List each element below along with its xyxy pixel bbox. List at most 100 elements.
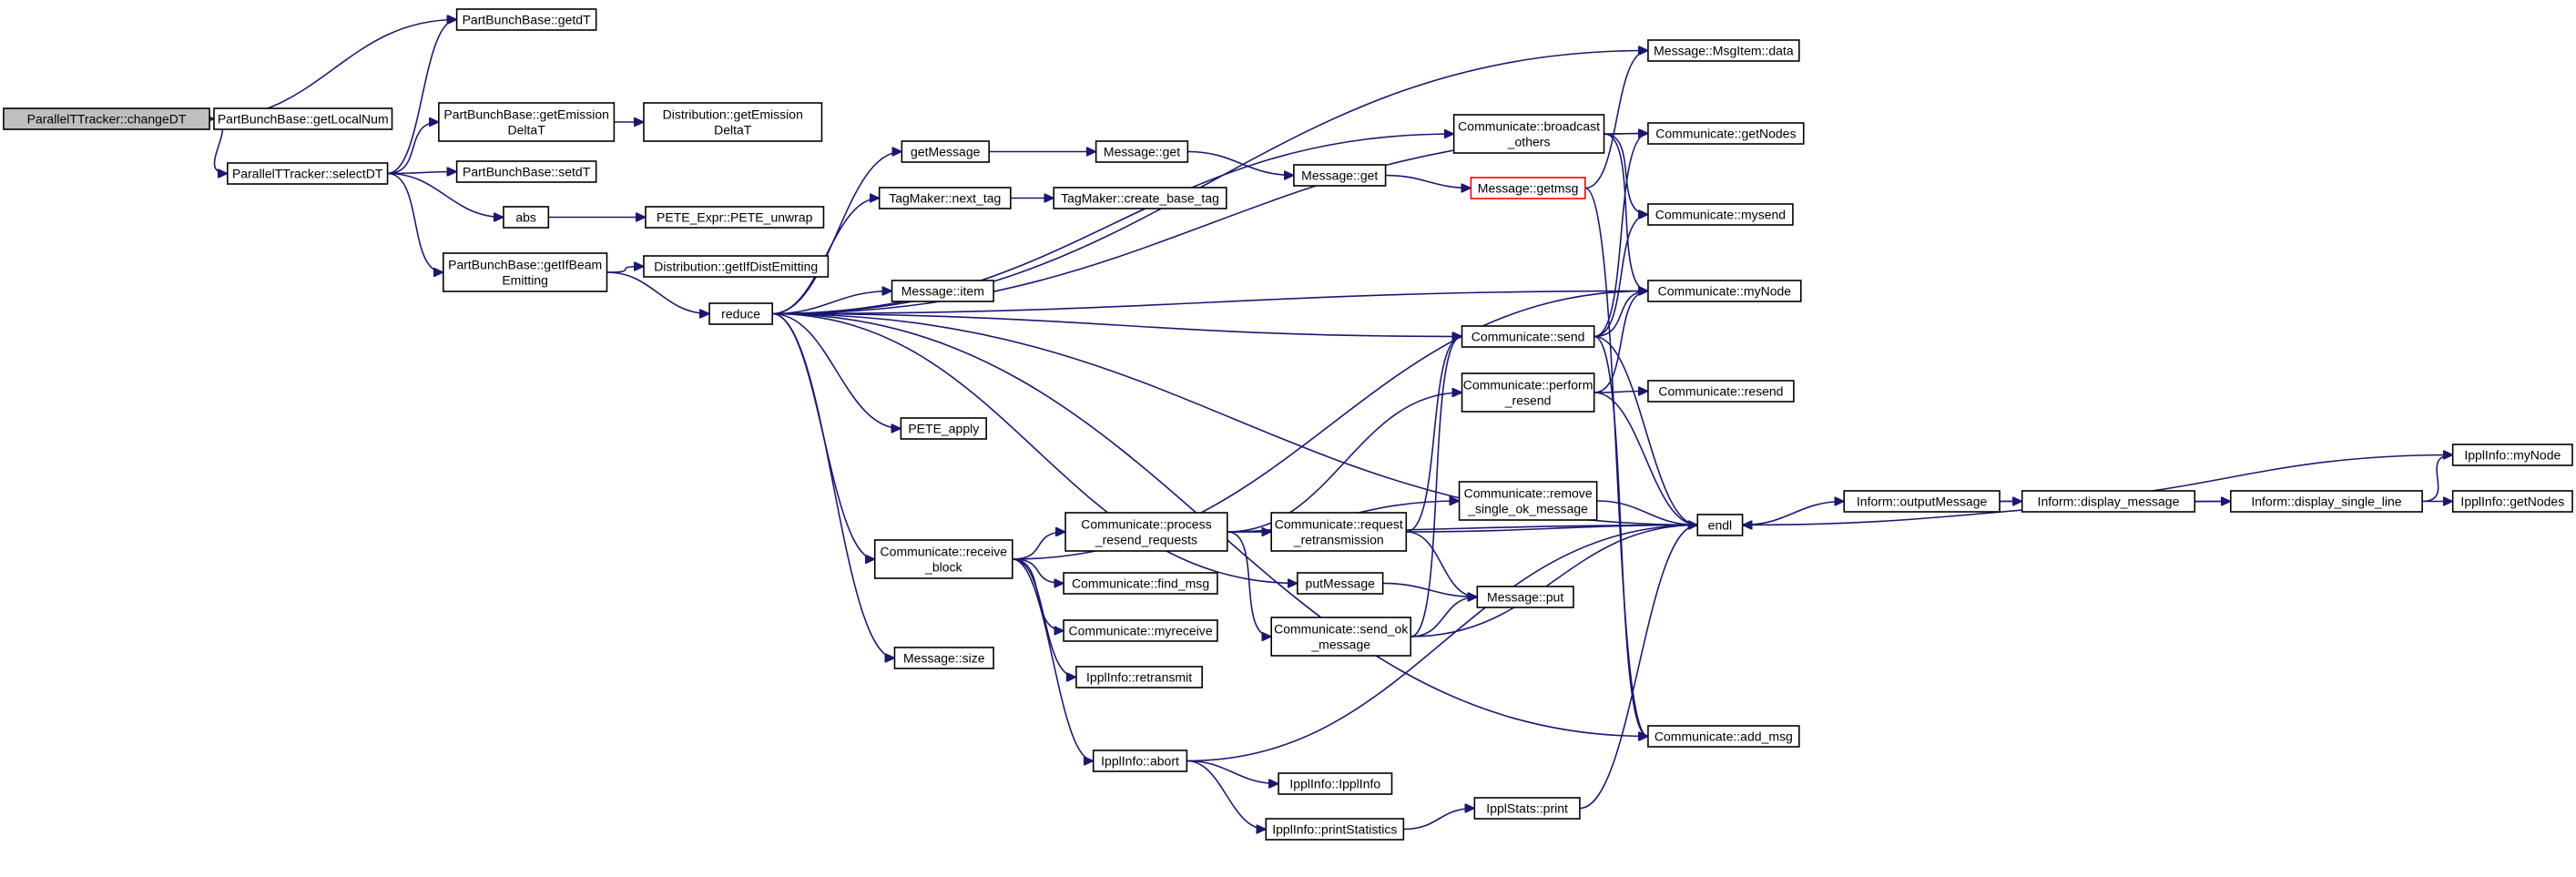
node-createBaseTag[interactable]: TagMaker::create_base_tag (1053, 187, 1227, 209)
node-ipplInfoCtor[interactable]: IpplInfo::IpplInfo (1278, 772, 1393, 795)
node-selectDT[interactable]: ParallelTTracker::selectDT (227, 162, 389, 185)
node-getNodes[interactable]: Communicate::getNodes (1647, 122, 1805, 145)
node-commSend[interactable]: Communicate::send (1461, 325, 1595, 348)
node-messageGet2[interactable]: Message::get (1293, 164, 1387, 187)
node-putMessage[interactable]: putMessage (1297, 572, 1384, 595)
node-box-selectDT (227, 162, 389, 185)
node-box-msgItemData (1647, 39, 1800, 62)
node-label-messageGet2-0: Message::get (1301, 168, 1378, 182)
node-resend[interactable]: Communicate::resend (1647, 380, 1795, 403)
node-getdT[interactable]: PartBunchBase::getdT (455, 8, 597, 31)
node-ipplGetNodes[interactable]: IpplInfo::getNodes (2451, 490, 2573, 513)
node-box-messageGet2 (1293, 164, 1387, 187)
node-outputMessage[interactable]: Inform::outputMessage (1843, 490, 2001, 513)
node-box-getMessage (901, 140, 990, 163)
node-box-findMsg (1063, 572, 1218, 595)
node-performResend[interactable]: Communicate::perform_resend (1461, 372, 1595, 413)
node-label-selectDT-0: ParallelTTracker::selectDT (232, 166, 383, 180)
node-getmsg[interactable]: Message::getmsg (1470, 177, 1586, 199)
node-findMsg[interactable]: Communicate::find_msg (1063, 572, 1218, 595)
node-label-outputMessage-0: Inform::outputMessage (1857, 494, 1988, 508)
node-label-abs-0: abs (515, 209, 536, 224)
node-addMsg[interactable]: Communicate::add_msg (1647, 725, 1800, 748)
node-setdT[interactable]: PartBunchBase::setdT (455, 160, 597, 183)
edge-printStatistics-to-ipplStatsPrint (1403, 809, 1474, 831)
node-messageSize[interactable]: Message::size (893, 647, 994, 669)
node-label-displayMessage-0: Inform::display_message (2038, 494, 2180, 508)
node-ipplMyNode[interactable]: IpplInfo::myNode (2451, 444, 2573, 466)
node-box-changeDT (3, 107, 210, 130)
node-box-addMsg (1647, 725, 1800, 748)
node-displayMessage[interactable]: Inform::display_message (2021, 490, 2196, 513)
node-messageItem[interactable]: Message::item (891, 280, 994, 302)
edge-commSend-to-mysend (1593, 215, 1648, 338)
node-box-mysend (1647, 203, 1794, 226)
node-label-requestRetrans-0: Communicate::request (1275, 516, 1403, 531)
node-reduce[interactable]: reduce (708, 302, 773, 325)
node-box-requestRetrans (1270, 512, 1408, 552)
node-commMyNode[interactable]: Communicate::myNode (1647, 280, 1802, 302)
node-ipplStatsPrint[interactable]: IpplStats::print (1473, 797, 1581, 820)
node-box-reduce (708, 302, 773, 325)
node-broadcastOthers[interactable]: Communicate::broadcast_others (1452, 114, 1605, 154)
node-removeSingleOk[interactable]: Communicate::remove_single_ok_message (1458, 481, 1598, 521)
node-box-messagePut (1476, 586, 1574, 608)
node-printStatistics[interactable]: IpplInfo::printStatistics (1265, 818, 1405, 841)
node-label-receiveBlock-1: _block (924, 559, 962, 574)
node-messageGet1[interactable]: Message::get (1095, 140, 1189, 163)
node-getMessage[interactable]: getMessage (901, 140, 990, 163)
node-label-peteApply-0: PETE_apply (908, 421, 980, 435)
node-box-messageItem (891, 280, 994, 302)
node-label-pbbGetEmission-0: PartBunchBase::getEmission (443, 107, 609, 121)
node-requestRetrans[interactable]: Communicate::request_retransmission (1270, 512, 1408, 552)
node-retransmit[interactable]: IpplInfo::retransmit (1075, 666, 1203, 688)
node-box-receiveBlock (873, 539, 1013, 579)
node-label-displaySingleLine-0: Inform::display_single_line (2251, 494, 2401, 508)
node-peteUnwrap[interactable]: PETE_Expr::PETE_unwrap (645, 206, 825, 229)
node-messagePut[interactable]: Message::put (1476, 586, 1574, 608)
node-box-myreceive (1063, 619, 1218, 642)
node-box-removeSingleOk (1458, 481, 1598, 521)
node-displaySingleLine[interactable]: Inform::display_single_line (2229, 490, 2423, 513)
node-mysend[interactable]: Communicate::mysend (1647, 203, 1794, 226)
edge-processResend-to-sendOk (1227, 531, 1271, 637)
node-receiveBlock[interactable]: Communicate::receive_block (873, 539, 1013, 579)
node-processResend[interactable]: Communicate::process_resend_requests (1064, 512, 1228, 552)
edge-getIfBeam-to-distGetIfDist (606, 267, 644, 273)
node-box-messageGet1 (1095, 140, 1189, 163)
node-box-abs (503, 206, 550, 229)
node-getLocalNum[interactable]: PartBunchBase::getLocalNum (213, 107, 393, 130)
node-box-ipplAbort (1092, 750, 1188, 772)
node-box-performResend (1461, 372, 1595, 413)
edge-changeDT-to-getdT (209, 20, 457, 120)
edge-commSend-to-getNodes (1593, 134, 1648, 338)
node-box-setdT (455, 160, 597, 183)
edge-reduce-to-commMyNode (772, 291, 1648, 315)
node-box-getIfBeam (443, 252, 608, 292)
node-box-commSend (1461, 325, 1595, 348)
node-sendOk[interactable]: Communicate::send_ok_message (1270, 617, 1412, 657)
node-box-putMessage (1297, 572, 1384, 595)
node-distGetIfDist[interactable]: Distribution::getIfDistEmitting (643, 255, 830, 278)
edge-removeSingleOk-to-endl (1596, 500, 1698, 525)
node-label-addMsg-0: Communicate::add_msg (1655, 729, 1793, 743)
node-changeDT[interactable]: ParallelTTracker::changeDT (3, 107, 210, 130)
node-msgItemData[interactable]: Message::MsgItem::data (1647, 39, 1800, 62)
node-myreceive[interactable]: Communicate::myreceive (1063, 619, 1218, 642)
node-label-printStatistics-0: IpplInfo::printStatistics (1272, 821, 1397, 836)
node-label-broadcastOthers-1: _others (1507, 134, 1551, 148)
node-peteApply[interactable]: PETE_apply (900, 417, 987, 440)
edge-requestRetrans-to-messagePut (1406, 531, 1477, 597)
node-endl[interactable]: endl (1696, 514, 1744, 536)
node-abs[interactable]: abs (503, 206, 550, 229)
node-ipplAbort[interactable]: IpplInfo::abort (1092, 750, 1188, 772)
node-label-setdT-0: PartBunchBase::setdT (463, 164, 591, 178)
edge-commSend-to-commMyNode (1593, 291, 1648, 338)
node-nextTag[interactable]: TagMaker::next_tag (878, 187, 1012, 209)
edge-broadcastOthers-to-mysend (1604, 133, 1648, 215)
node-label-distGetEmission-0: Distribution::getEmission (663, 107, 803, 121)
